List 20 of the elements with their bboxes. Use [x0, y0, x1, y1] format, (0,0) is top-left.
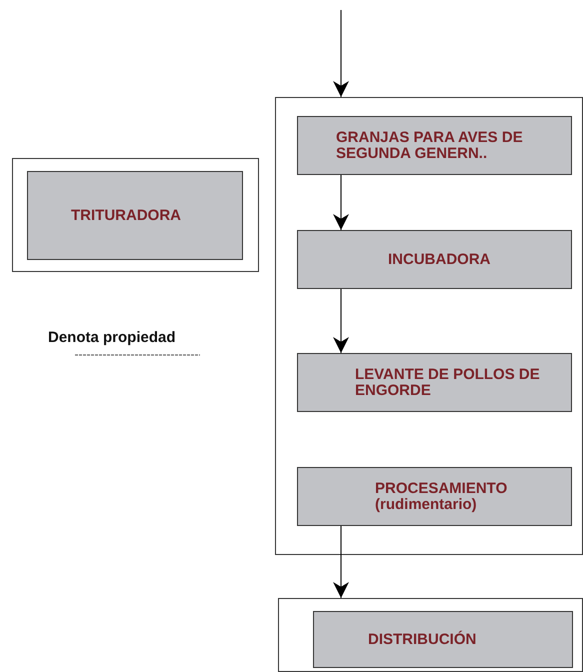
- box-label: INCUBADORA: [388, 252, 490, 268]
- legend-label: Denota propiedad: [48, 329, 176, 346]
- arrow: [333, 526, 349, 598]
- box-label: TRITURADORA: [71, 208, 181, 224]
- process-box: [313, 611, 573, 668]
- process-box: [297, 467, 572, 526]
- ownership-frame: [278, 598, 583, 672]
- arrow: [333, 288, 349, 354]
- ownership-frame: [12, 158, 259, 272]
- box-label: DISTRIBUCIÓN: [368, 632, 476, 648]
- box-label: PROCESAMIENTO (rudimentario): [375, 480, 508, 512]
- process-box: [297, 230, 572, 289]
- box-label: LEVANTE DE POLLOS DE ENGORDE: [355, 366, 541, 398]
- ownership-frame: [275, 97, 583, 555]
- arrow: [333, 10, 349, 98]
- process-box: [297, 116, 572, 175]
- arrow: [333, 174, 349, 230]
- process-box: [297, 353, 572, 412]
- box-label: GRANJAS PARA AVES DE SEGUNDA GENERN..: [336, 130, 524, 162]
- process-box: [27, 171, 243, 260]
